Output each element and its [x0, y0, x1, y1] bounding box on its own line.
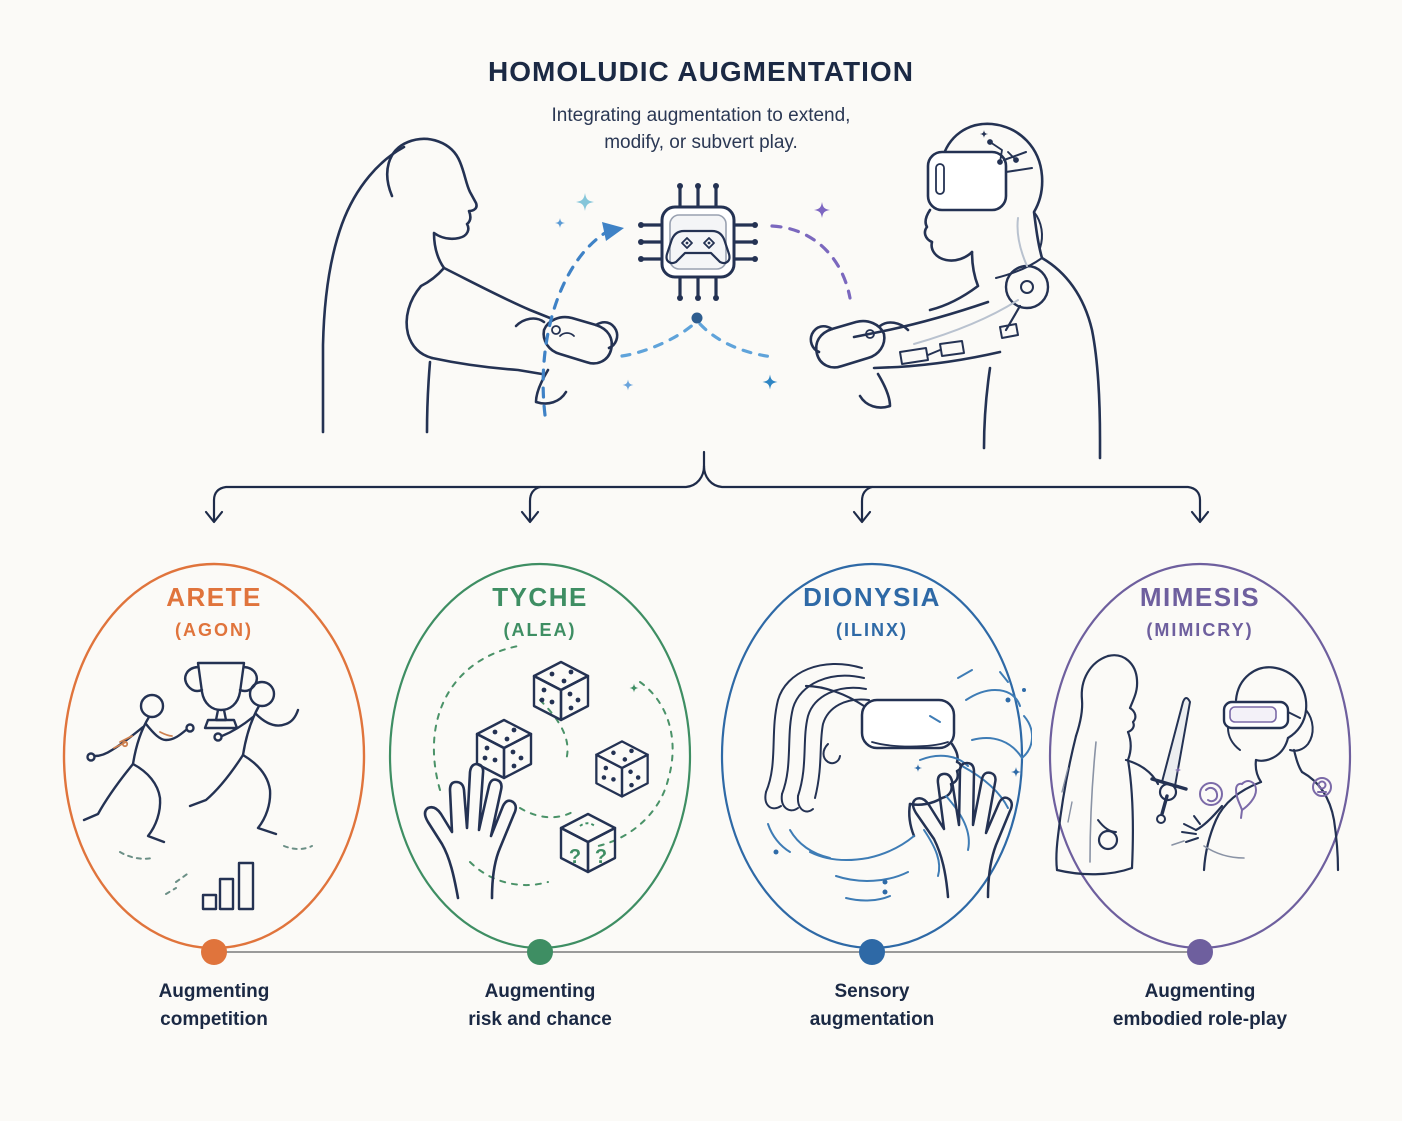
- augment-emblems: [1199, 777, 1332, 819]
- category-subname: (MIMICRY): [1146, 620, 1254, 640]
- hand-tossing-dice-icon: ? ?: [388, 562, 692, 950]
- category-name: TYCHE: [492, 582, 588, 612]
- hand-outline: [911, 761, 1013, 899]
- trophy-icon: [184, 661, 258, 730]
- hair-strokes: [764, 663, 870, 813]
- category-baseline: [214, 951, 1200, 953]
- augmented-runner-figure: [82, 693, 195, 844]
- die-icon: [475, 718, 533, 780]
- category-subname: (ALEA): [503, 620, 577, 640]
- category-heading: ARETE (AGON): [54, 582, 374, 641]
- arrowhead: [602, 222, 624, 241]
- category-heading: TYCHE (ALEA): [380, 582, 700, 641]
- roleplay-sword-visor-icon: [1048, 562, 1352, 950]
- category-heading: MIMESIS (MIMICRY): [1040, 582, 1360, 641]
- category-caption: Sensory augmentation: [809, 981, 935, 1030]
- mystery-die-icon: ? ?: [559, 812, 617, 874]
- motion-dashes: [119, 845, 313, 895]
- visor-figure: [1181, 666, 1340, 872]
- category-arete: ARETE (AGON) Augmenting competition: [54, 560, 374, 1030]
- sword-icon: [1150, 697, 1191, 824]
- bar-chart-icon: [201, 861, 255, 911]
- vr-woman-sensory-swirl-icon: [720, 562, 1032, 950]
- page-subtitle: Integrating augmentation to extend, modi…: [551, 105, 851, 153]
- chip-gamepad-icon: [638, 183, 758, 301]
- category-dot: [1187, 939, 1213, 965]
- shoulder-waves: [767, 823, 915, 902]
- player-profile-gamepad-icon: [321, 137, 619, 434]
- branch-connector: [204, 450, 1210, 524]
- category-caption: Augmenting embodied role-play: [1112, 981, 1288, 1030]
- augmented-player-vr-gamepad-icon: [809, 122, 1102, 460]
- category-dot: [859, 939, 885, 965]
- question-mark: ?: [595, 846, 607, 868]
- category-name: ARETE: [166, 582, 262, 612]
- category-mimesis: MIMESIS (MIMICRY) Augmenting embodied ro…: [1040, 560, 1360, 1030]
- arrowhead: [1190, 510, 1210, 524]
- hooded-figure: [1055, 654, 1178, 876]
- category-dionysia: DIONYSIA (ILINX) Sensory augmentation: [712, 560, 1032, 1030]
- augmentation-marks: [113, 731, 173, 749]
- sparkle-dots: [773, 688, 1026, 895]
- category-heading: DIONYSIA (ILINX): [712, 582, 1032, 641]
- page-title: HOMOLUDIC AUGMENTATION: [488, 56, 914, 87]
- category-name: MIMESIS: [1139, 582, 1261, 612]
- swirl-dashes: [432, 645, 674, 886]
- data-flow-arcs: [541, 222, 852, 417]
- vr-headset-face: [804, 684, 962, 838]
- question-mark: ?: [569, 846, 581, 868]
- die-icon: [532, 660, 590, 722]
- runner-figure: [188, 680, 300, 836]
- arrowhead: [204, 510, 224, 524]
- hero-illustration: [321, 122, 1102, 460]
- category-name: DIONYSIA: [803, 582, 941, 612]
- category-dot: [201, 939, 227, 965]
- category-tyche: ? ? TYCHE (ALEA) Augmenting risk and cha…: [380, 560, 700, 1030]
- arrowhead: [852, 510, 872, 524]
- category-caption: Augmenting risk and chance: [468, 981, 612, 1030]
- category-subname: (AGON): [175, 620, 253, 640]
- arrowhead: [520, 510, 540, 524]
- category-subname: (ILINX): [836, 620, 908, 640]
- category-dot: [527, 939, 553, 965]
- flow-node-dot: [691, 312, 703, 324]
- die-icon: [595, 740, 649, 798]
- hand-outline: [423, 762, 518, 900]
- category-caption: Augmenting competition: [158, 981, 270, 1030]
